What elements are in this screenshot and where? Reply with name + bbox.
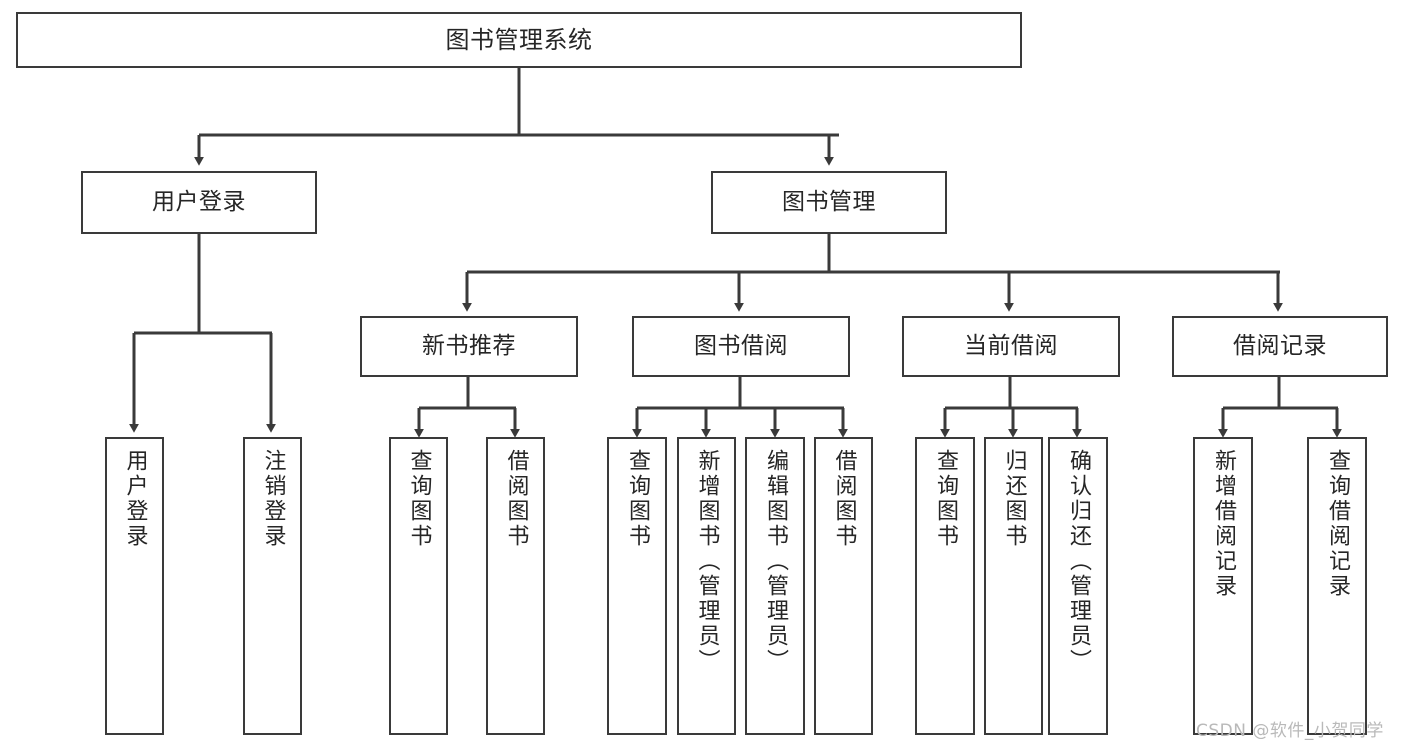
node-leaf-cb-query-book[interactable]: 查询图书 xyxy=(915,437,975,735)
node-leaf-bb-borrow-book-label: 借阅图书 xyxy=(831,449,857,549)
node-leaf-bb-edit-book-admin-label: 编辑图书（管理员） xyxy=(763,449,788,674)
node-leaf-user-login[interactable]: 用户登录 xyxy=(105,437,164,735)
node-leaf-cb-query-book-label: 查询图书 xyxy=(933,449,958,549)
node-borrow-records-label: 借阅记录 xyxy=(1233,332,1327,359)
node-borrow-records[interactable]: 借阅记录 xyxy=(1172,316,1388,377)
node-root-system-label: 图书管理系统 xyxy=(445,25,593,54)
node-book-borrow[interactable]: 图书借阅 xyxy=(632,316,850,377)
node-leaf-nb-borrow-book[interactable]: 借阅图书 xyxy=(486,437,545,735)
node-root-system[interactable]: 图书管理系统 xyxy=(16,12,1022,68)
node-leaf-logout-label: 注销登录 xyxy=(260,449,286,549)
node-leaf-br-add-record[interactable]: 新增借阅记录 xyxy=(1193,437,1253,735)
node-leaf-nb-borrow-book-label: 借阅图书 xyxy=(503,449,529,549)
node-leaf-br-add-record-label: 新增借阅记录 xyxy=(1211,449,1236,599)
node-leaf-cb-return-book-label: 归还图书 xyxy=(1001,449,1027,549)
node-leaf-nb-query-book-label: 查询图书 xyxy=(406,449,432,549)
node-new-book-recommend-label: 新书推荐 xyxy=(422,332,516,359)
node-leaf-logout[interactable]: 注销登录 xyxy=(243,437,302,735)
node-leaf-bb-add-book-admin-label: 新增图书（管理员） xyxy=(694,449,720,674)
node-leaf-bb-query-book-label: 查询图书 xyxy=(625,449,650,549)
node-leaf-cb-confirm-return-admin[interactable]: 确认归还（管理员） xyxy=(1048,437,1108,735)
node-leaf-user-login-label: 用户登录 xyxy=(122,449,148,549)
node-leaf-bb-edit-book-admin[interactable]: 编辑图书（管理员） xyxy=(745,437,805,735)
node-leaf-bb-query-book[interactable]: 查询图书 xyxy=(607,437,667,735)
node-book-management-label: 图书管理 xyxy=(782,188,876,215)
node-book-management[interactable]: 图书管理 xyxy=(711,171,947,234)
node-leaf-nb-query-book[interactable]: 查询图书 xyxy=(389,437,448,735)
node-leaf-cb-confirm-return-admin-label: 确认归还（管理员） xyxy=(1066,449,1091,674)
node-book-borrow-label: 图书借阅 xyxy=(694,332,788,359)
node-leaf-bb-add-book-admin[interactable]: 新增图书（管理员） xyxy=(677,437,736,735)
node-user-login-label: 用户登录 xyxy=(152,188,246,215)
node-leaf-bb-borrow-book[interactable]: 借阅图书 xyxy=(814,437,873,735)
node-current-borrow[interactable]: 当前借阅 xyxy=(902,316,1120,377)
node-new-book-recommend[interactable]: 新书推荐 xyxy=(360,316,578,377)
node-leaf-cb-return-book[interactable]: 归还图书 xyxy=(984,437,1043,735)
node-leaf-br-query-record-label: 查询借阅记录 xyxy=(1325,449,1350,599)
watermark-credit-text: CSDN @软件_小贺同学 xyxy=(1196,721,1384,741)
node-leaf-br-query-record[interactable]: 查询借阅记录 xyxy=(1307,437,1367,735)
watermark-credit: CSDN @软件_小贺同学 xyxy=(1196,716,1384,741)
node-user-login[interactable]: 用户登录 xyxy=(81,171,317,234)
node-current-borrow-label: 当前借阅 xyxy=(964,332,1058,359)
